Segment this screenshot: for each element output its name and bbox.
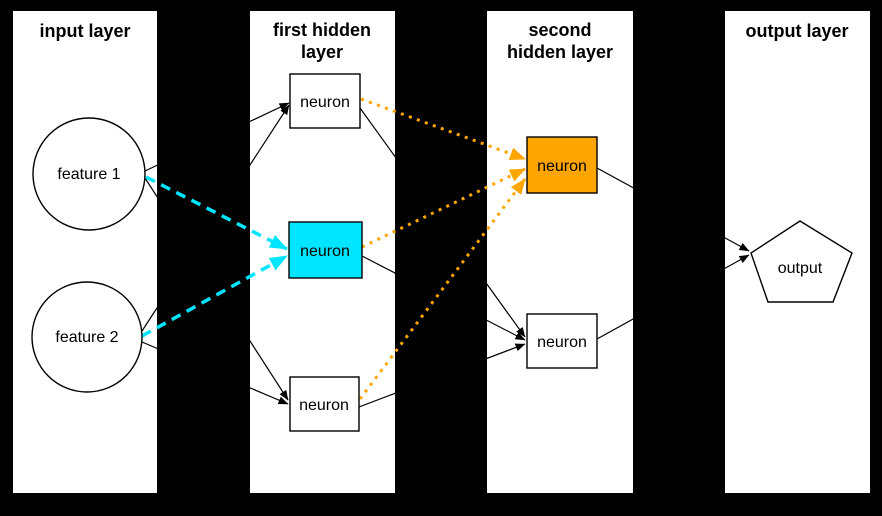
output-layer-title: output layer [745,21,848,41]
node-feature1-label: feature 1 [57,166,120,183]
highlight-edge-h1-bottom-to-h2-top [358,178,527,400]
node-feature1 [32,117,146,231]
node-h1-mid-neuron-label: neuron [300,243,350,260]
input-layer-title: input layer [39,21,130,41]
input-layer-panel [13,11,157,493]
highlight-edge-feature2-to-h1-mid [141,254,288,338]
node-output-label: output [778,260,823,277]
highlight-edge-feature1-to-h1-mid [145,175,288,251]
node-h1-top-neuron-label: neuron [300,94,350,111]
node-h2-bottom-neuron-label: neuron [537,334,587,351]
node-output-pentagon [750,220,853,303]
edge-h2-top-to-output [596,167,750,252]
node-h1-mid-neuron-highlighted [288,221,363,279]
node-h1-bottom-neuron [289,376,360,432]
edge-feature2-to-h1-bottom [141,341,289,405]
node-h1-bottom-neuron-label: neuron [299,397,349,414]
node-feature2-label: feature 2 [55,329,118,346]
node-feature2 [31,281,143,393]
first-hidden-layer-title-line1: first hidden [273,20,371,40]
highlight-edge-h1-top-to-h2-top [360,97,526,161]
second-hidden-layer-title-line1: second [528,20,591,40]
second-hidden-layer-panel [487,11,633,493]
node-h2-top-neuron-label: neuron [537,158,587,175]
node-h1-top-neuron [289,73,361,129]
edge-feature1-to-h1-bottom [144,177,289,401]
first-hidden-layer-title-line2: layer [301,42,343,62]
node-h2-bottom-neuron [526,313,598,369]
edge-h1-top-to-h2-bottom [359,107,526,338]
edge-h1-bottom-to-h2-bottom [358,343,526,408]
edge-feature1-to-h1-top [144,102,290,172]
edge-feature2-to-h1-top [141,104,290,332]
edge-h1-mid-to-h2-bottom [361,255,526,341]
edge-h2-bottom-to-output [596,254,750,340]
node-h2-top-neuron-highlighted [526,136,598,194]
second-hidden-layer-title-line2: hidden layer [507,42,613,62]
